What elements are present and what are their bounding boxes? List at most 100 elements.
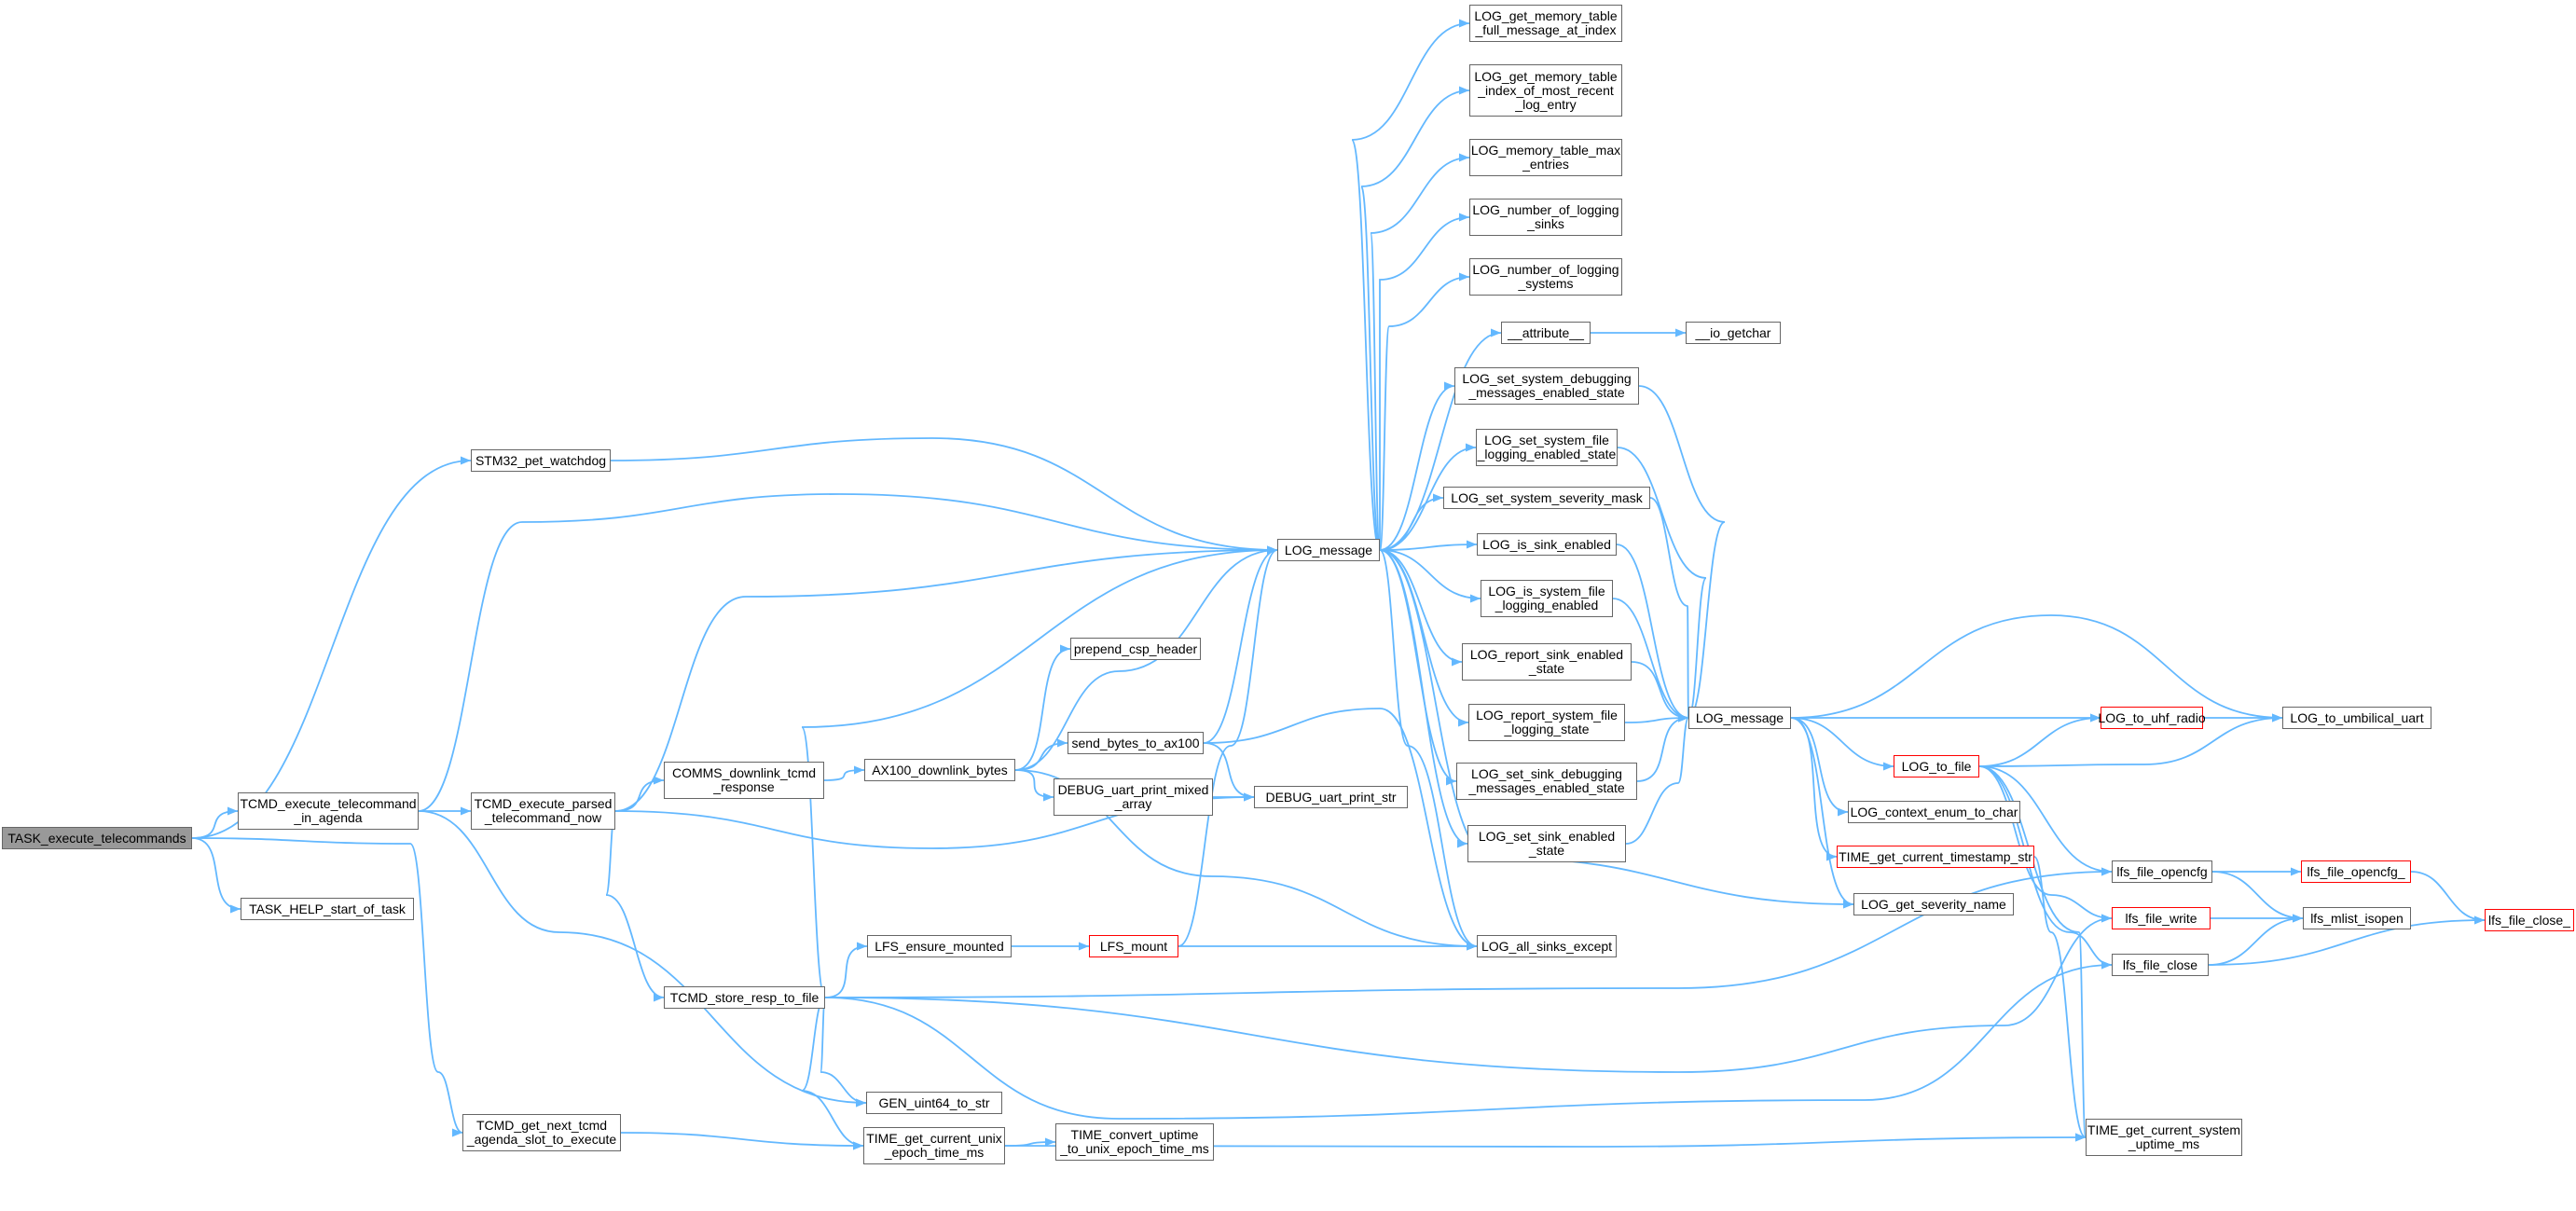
call-edge-arrowhead <box>1467 942 1477 951</box>
call-edge <box>1014 742 1068 771</box>
function-node-label: _in_agenda <box>294 810 363 825</box>
function-node-attr[interactable]: __attribute__ <box>1501 322 1591 344</box>
function-node-s5[interactable]: LOG_is_system_file_logging_enabled <box>1481 580 1613 617</box>
function-node-comms[interactable]: COMMS_downlink_tcmd_response <box>664 762 824 799</box>
function-node-m3[interactable]: LOG_memory_table_max_entries <box>1469 139 1622 176</box>
function-node-prepend[interactable]: prepend_csp_header <box>1070 638 1201 660</box>
function-node-task-help[interactable]: TASK_HELP_start_of_task <box>241 898 414 920</box>
function-node-label: LOG_report_sink_enabled <box>1469 647 1624 662</box>
function-node-s9[interactable]: LOG_set_sink_enabled_state <box>1467 825 1626 862</box>
function-node-m1[interactable]: LOG_get_memory_table_full_message_at_ind… <box>1469 5 1622 42</box>
function-node-send-bytes[interactable]: send_bytes_to_ax100 <box>1068 732 1204 754</box>
function-node-s7[interactable]: LOG_report_system_file_logging_state <box>1468 704 1625 741</box>
function-node-label: _agenda_slot_to_execute <box>466 1132 617 1147</box>
function-node-stm32[interactable]: STM32_pet_watchdog <box>471 449 611 472</box>
function-node-tcmd-parsed[interactable]: TCMD_execute_parsed_telecommand_now <box>471 792 615 830</box>
function-node-lfs-write[interactable]: lfs_file_write <box>2112 907 2211 929</box>
call-edge-arrowhead <box>1079 942 1089 951</box>
function-node-s8[interactable]: LOG_set_sink_debugging_messages_enabled_… <box>1456 763 1637 800</box>
function-node-label: lfs_mlist_isopen <box>2310 910 2404 926</box>
function-node-lfs-mlist[interactable]: lfs_mlist_isopen <box>2303 907 2411 929</box>
call-edge-arrowhead <box>2291 867 2301 876</box>
call-edge-arrowhead <box>1883 762 1894 771</box>
function-node-label: _entries <box>1522 157 1569 172</box>
function-node-lfs-opencfg-[interactable]: lfs_file_opencfg_ <box>2301 860 2411 883</box>
function-node-m4[interactable]: LOG_number_of_logging_sinks <box>1469 199 1622 236</box>
call-edge-arrowhead <box>1457 839 1467 848</box>
function-node-label: TASK_execute_telecommands <box>7 830 186 846</box>
call-edge-arrowhead <box>1043 792 1054 802</box>
call-edge <box>1612 598 1689 719</box>
function-node-label: LOG_message <box>1284 542 1373 557</box>
call-edge <box>610 437 1278 551</box>
function-node-m2[interactable]: LOG_get_memory_table_index_of_most_recen… <box>1469 64 1622 117</box>
call-edge <box>2033 856 2087 1138</box>
function-node-log-sev[interactable]: LOG_get_severity_name <box>1853 893 2014 915</box>
call-edge <box>1978 717 2283 767</box>
function-node-label: TIME_get_current_system <box>2087 1122 2241 1137</box>
function-node-lfs-close-[interactable]: lfs_file_close_ <box>2485 909 2574 931</box>
call-edge <box>1379 497 1444 551</box>
call-edge <box>801 549 1278 998</box>
function-node-s4[interactable]: LOG_is_sink_enabled <box>1477 533 1617 556</box>
call-edge-arrowhead <box>1452 657 1462 667</box>
call-edge <box>1379 276 1470 551</box>
function-node-label: AX100_downlink_bytes <box>872 762 1008 778</box>
call-edge <box>418 493 1278 812</box>
call-edge <box>824 945 868 998</box>
function-node-label: _uptime_ms <box>2128 1136 2200 1151</box>
call-edge <box>1790 614 2283 719</box>
function-node-log-umb[interactable]: LOG_to_umbilical_uart <box>2282 707 2431 729</box>
function-node-time-unix[interactable]: TIME_get_current_unix_epoch_time_ms <box>863 1127 1005 1164</box>
function-node-label: LOG_is_system_file <box>1488 584 1605 599</box>
call-edge-arrowhead <box>1491 328 1501 337</box>
function-node-all-sinks[interactable]: LOG_all_sinks_except <box>1477 935 1617 957</box>
function-node-dbg-mixed[interactable]: DEBUG_uart_print_mixed_array <box>1054 778 1213 816</box>
function-node-time-conv[interactable]: TIME_convert_uptime_to_unix_epoch_time_m… <box>1055 1123 1214 1161</box>
function-node-label: LOG_context_enum_to_char <box>1850 804 2018 819</box>
function-node-dbg-str[interactable]: DEBUG_uart_print_str <box>1254 786 1408 808</box>
function-node-s3[interactable]: LOG_set_system_severity_mask <box>1443 487 1650 509</box>
call-edge <box>1790 717 1849 813</box>
call-edge <box>1379 549 1481 599</box>
function-node-log-msg2[interactable]: LOG_message <box>1688 707 1791 729</box>
function-node-lfs-ensure[interactable]: LFS_ensure_mounted <box>867 935 1012 957</box>
function-node-tcmd-next[interactable]: TCMD_get_next_tcmd_agenda_slot_to_execut… <box>462 1114 621 1151</box>
function-node-log-file[interactable]: LOG_to_file <box>1894 755 1979 778</box>
call-edge-arrowhead <box>854 765 864 775</box>
function-node-lfs-opencfg[interactable]: lfs_file_opencfg <box>2112 860 2212 883</box>
function-node-io-get[interactable]: __io_getchar <box>1686 322 1781 344</box>
function-node-lfs-close[interactable]: lfs_file_close <box>2112 954 2209 976</box>
function-node-m5[interactable]: LOG_number_of_logging_systems <box>1469 258 1622 296</box>
function-node-label: _systems <box>1518 276 1574 291</box>
function-node-log-uhf[interactable]: LOG_to_uhf_radio <box>2098 707 2206 729</box>
call-edge-arrowhead <box>2474 915 2485 925</box>
call-edge-arrowhead <box>2272 713 2282 722</box>
function-node-time-ts[interactable]: TIME_get_current_timestamp_str <box>1837 846 2034 868</box>
function-node-label: prepend_csp_header <box>1073 640 1198 656</box>
function-node-log-msg1[interactable]: LOG_message <box>1277 539 1380 561</box>
function-node-time-sys[interactable]: TIME_get_current_system_uptime_ms <box>2086 1119 2242 1156</box>
function-node-tcmd-exec-agenda[interactable]: TCMD_execute_telecommand_in_agenda <box>238 792 419 830</box>
function-node-log-ctx[interactable]: LOG_context_enum_to_char <box>1848 801 2020 823</box>
function-node-label: GEN_uint64_to_str <box>878 1094 990 1110</box>
function-node-s1[interactable]: LOG_set_system_debugging_messages_enable… <box>1454 367 1639 405</box>
function-node-gen-uint[interactable]: GEN_uint64_to_str <box>866 1092 1002 1114</box>
function-node-s2[interactable]: LOG_set_system_file_logging_enabled_stat… <box>1476 429 1618 466</box>
function-node-ax100[interactable]: AX100_downlink_bytes <box>864 759 1015 781</box>
function-node-tcmd-store[interactable]: TCMD_store_resp_to_file <box>664 986 825 1009</box>
call-edge-arrowhead <box>2101 867 2112 876</box>
call-edge <box>191 460 472 839</box>
function-node-task-exec[interactable]: TASK_execute_telecommands <box>2 827 192 849</box>
function-node-label: LOG_set_system_file <box>1484 433 1609 447</box>
function-node-s6[interactable]: LOG_report_sink_enabled_state <box>1462 643 1632 681</box>
call-edge <box>1649 497 1689 719</box>
call-edge-arrowhead <box>2293 914 2303 923</box>
function-node-label: send_bytes_to_ax100 <box>1071 735 1200 750</box>
call-edge <box>191 837 463 1134</box>
function-node-label: _messages_enabled_state <box>1468 385 1625 400</box>
function-node-lfs-mount[interactable]: LFS_mount <box>1089 935 1178 957</box>
call-edge-arrowhead <box>654 776 664 785</box>
call-edge-arrowhead <box>1843 900 1853 909</box>
